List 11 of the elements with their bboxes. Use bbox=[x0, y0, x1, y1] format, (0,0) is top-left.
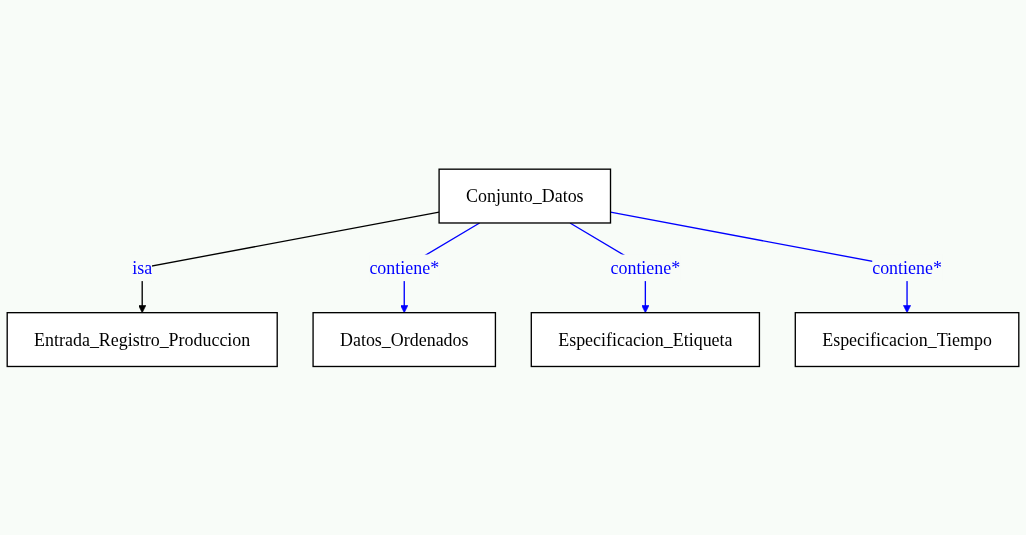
edge-label: contiene* bbox=[610, 257, 681, 278]
node-box: Entrada_Registro_Produccion bbox=[6, 311, 278, 367]
arrow bbox=[138, 211, 440, 313]
arrow bbox=[609, 211, 911, 313]
edge-label: contiene* bbox=[369, 257, 440, 278]
node-box: Especificacion_Tiempo bbox=[794, 311, 1020, 367]
edge-label: isa bbox=[132, 257, 153, 278]
node-box: Conjunto_Datos bbox=[438, 168, 612, 224]
node-box: Especificacion_Etiqueta bbox=[530, 311, 761, 367]
edge-label: contiene* bbox=[872, 257, 942, 278]
node-box: Datos_Ordenados bbox=[312, 311, 497, 367]
